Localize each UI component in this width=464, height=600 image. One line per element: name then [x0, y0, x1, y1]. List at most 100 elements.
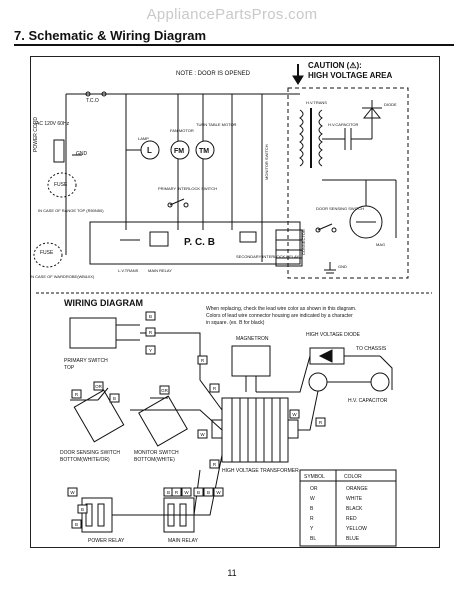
wire-5 — [298, 390, 319, 431]
wire-color-tag: R — [209, 383, 220, 393]
wire-color-tag: W — [67, 487, 78, 497]
wiring-note-line2: Colors of lead wire connector housing ar… — [206, 313, 353, 319]
svg-text:B: B — [167, 490, 170, 495]
tco-contact-right — [101, 91, 107, 97]
caution-line2: HIGH VOLTAGE AREA — [308, 71, 393, 80]
svg-text:W: W — [70, 490, 75, 495]
hv-transformer-wiring-label: HIGH VOLTAGE TRANSFORMER — [222, 468, 299, 474]
main-relay-coil — [149, 231, 169, 247]
door-sensing-wiring-label: DOOR SENSING SWITCH — [60, 450, 120, 456]
legend-symbol: B — [310, 506, 314, 512]
svg-text:B: B — [113, 396, 116, 401]
high-voltage-area — [287, 87, 409, 279]
svg-text:W: W — [200, 432, 205, 437]
wire-color-tag: R — [171, 487, 182, 497]
wire-7 — [379, 355, 393, 390]
wire-color-tag: R — [315, 417, 326, 427]
wire-color-tag: Y — [145, 345, 156, 355]
monitor-switch-label: MONITOR SWITCH — [264, 144, 269, 180]
legend-symbol: BL — [310, 536, 316, 542]
tco-label: T.C.O — [86, 98, 99, 104]
magnetron-box — [231, 345, 271, 377]
monitor-switch-wiring-label: MONITOR SWITCH — [134, 450, 179, 456]
wire-color-tag: R — [209, 459, 220, 469]
svg-text:B: B — [197, 490, 200, 495]
hv-diode-wiring-label: HIGH VOLTAGE DIODE — [306, 332, 361, 338]
legend-header-symbol: SYMBOL — [304, 474, 325, 480]
primary-switch-body — [69, 317, 117, 349]
fan-symbol: FM — [174, 148, 184, 155]
svg-text:GR: GR — [161, 388, 169, 393]
wire-color-tag: W — [213, 487, 224, 497]
wire-color-tag: GR — [159, 385, 170, 395]
legend-symbol: OR — [310, 486, 318, 492]
wire-color-tag: B — [203, 487, 214, 497]
legend-symbol: Y — [310, 526, 314, 532]
svg-text:R: R — [75, 392, 79, 397]
main-relay-small-label: MAIN RELAY — [148, 268, 172, 273]
door-sensing-wiring-sub: BOTTOM(WHITE/OR) — [60, 457, 110, 463]
svg-text:Y: Y — [149, 348, 152, 353]
page-title: 7. Schematic & Wiring Diagram — [14, 28, 207, 43]
turntable-motor-label: TURN TABLE MOTOR — [196, 122, 237, 127]
wire-6 — [256, 355, 311, 393]
wire-color-tag: W — [197, 429, 208, 439]
page-number: 11 — [227, 568, 237, 578]
wire-color-tag: B — [109, 393, 120, 403]
connector-block — [275, 229, 303, 267]
title-rule — [14, 44, 454, 46]
turntable-symbol: TM — [199, 148, 209, 155]
wire-color-tag: B — [77, 504, 88, 514]
wire-3 — [112, 454, 223, 516]
lv-trans-label: L.V.TRANS — [118, 268, 139, 273]
monitor-switch-wiring-sub: BOTTOM(WHITE) — [134, 457, 175, 463]
color-legend-table — [299, 469, 397, 547]
note-door-opened: NOTE : DOOR IS OPENED — [176, 71, 251, 77]
wire-color-tag: R — [71, 389, 82, 399]
gnd-label: GND — [76, 151, 88, 157]
wire-color-tag: B — [145, 311, 156, 321]
pcb-box — [89, 221, 301, 265]
svg-text:W: W — [184, 490, 189, 495]
legend-color: ORANGE — [346, 486, 368, 492]
gnd-bottom-label: GND — [338, 264, 347, 269]
wire-color-tag: W — [181, 487, 192, 497]
power-cord-plug — [53, 139, 65, 163]
wiring-note-line1: When replacing, check the lead wire colo… — [206, 306, 356, 312]
legend-color: WHITE — [346, 496, 363, 502]
power-relay-label: POWER RELAY — [88, 538, 125, 544]
turntable-motor-circle — [195, 140, 215, 160]
fuse2-sub-label: IN CASE OF WARDROBE(WB&XX) — [30, 274, 95, 279]
diode-schematic-label: DIODE — [384, 102, 397, 107]
wire-color-tag: R — [145, 327, 156, 337]
wire-color-tag: R — [197, 355, 208, 365]
svg-text:R: R — [149, 330, 153, 335]
watermark: AppliancePartsPros.com — [146, 6, 318, 23]
svg-text:B: B — [149, 314, 152, 319]
primary-switch-sub: TOP — [64, 365, 75, 371]
svg-text:R: R — [175, 490, 179, 495]
legend-color: RED — [346, 516, 357, 522]
main-relay-label: MAIN RELAY — [168, 538, 199, 544]
connector-label: CONNECTOR — [301, 229, 306, 255]
primary-interlock-label: PRIMARY INTERLOCK SWITCH — [158, 186, 217, 191]
magnetron-wiring-label: MAGNETRON — [236, 336, 269, 342]
svg-text:B: B — [75, 522, 78, 527]
monitor-switch-body — [138, 395, 188, 447]
svg-text:B: B — [207, 490, 210, 495]
power-label: AC 120V 60Hz — [36, 121, 70, 127]
tco-contact-left — [85, 91, 91, 97]
svg-text:W: W — [292, 412, 297, 417]
fuse-callout-top — [47, 172, 77, 198]
fan-motor-circle — [170, 140, 190, 160]
to-chassis-label: TO CHASSIS — [356, 346, 387, 352]
pcb-label: P. C. B — [184, 237, 215, 248]
door-sensing-switch-body — [73, 389, 125, 443]
wiring-heading: WIRING DIAGRAM — [64, 298, 143, 308]
wire-2 — [130, 409, 223, 431]
hv-capacitor-wiring-label: H.V. CAPACITOR — [348, 398, 388, 404]
legend-symbol: W — [310, 496, 315, 502]
